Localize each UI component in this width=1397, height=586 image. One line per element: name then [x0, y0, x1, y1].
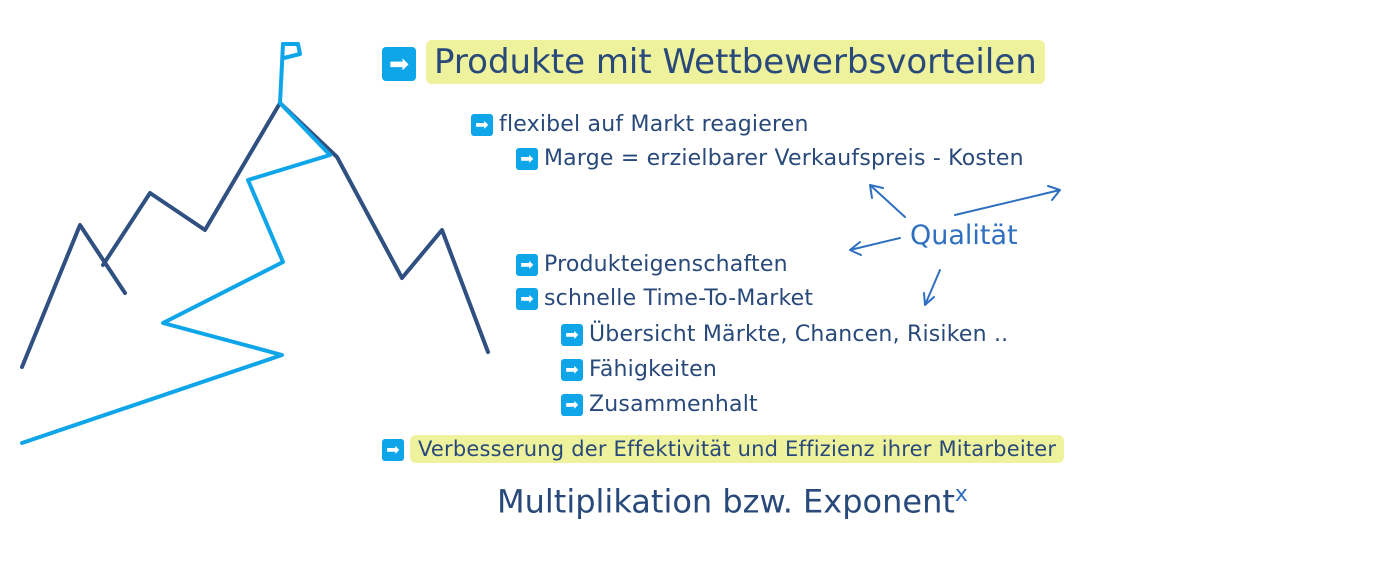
exponent-x: x — [954, 482, 968, 507]
arrow-right-icon: ➡ — [516, 148, 538, 170]
arrow-right-icon: ➡ — [561, 359, 583, 381]
item-text: flexibel auf Markt reagieren — [499, 112, 809, 137]
list-item: ➡ Produkteigenschaften — [516, 252, 788, 277]
list-item: ➡ Marge = erzielbarer Verkaufspreis - Kos… — [516, 146, 1024, 171]
title-row: ➡ Produkte mit Wettbewerbsvorteilen — [382, 40, 1045, 84]
quality-label: Qualität — [910, 220, 1018, 251]
list-item: ➡ flexibel auf Markt reagieren — [471, 112, 809, 137]
climbing-route — [20, 101, 332, 445]
item-text: Fähigkeiten — [589, 357, 718, 382]
item-text: schnelle Time-To-Market — [544, 286, 814, 311]
flag — [281, 42, 302, 60]
arrow-right-icon: ➡ — [382, 439, 404, 461]
arrow-right-icon: ➡ — [471, 114, 493, 136]
item-text: Produkteigenschaften — [544, 252, 788, 277]
item-text: Übersicht Märkte, Chancen, Risiken .. — [589, 322, 1009, 347]
footer-text: Multiplikation bzw. Exponentx — [497, 482, 968, 521]
list-item: ➡ schnelle Time-To-Market — [516, 286, 813, 311]
footer-label: Multiplikation bzw. Exponent — [497, 482, 955, 521]
arrow-right-icon: ➡ — [516, 288, 538, 310]
list-item: ➡ Fähigkeiten — [561, 357, 717, 382]
mountain-left-peak — [20, 223, 127, 369]
list-item: ➡ Übersicht Märkte, Chancen, Risiken .. — [561, 322, 1008, 347]
arrow-right-icon: ➡ — [516, 254, 538, 276]
bottom-item: ➡ Verbesserung der Effektivität und Effiz… — [382, 435, 1065, 463]
flag-pole — [278, 42, 285, 105]
list-item: ➡ Zusammenhalt — [561, 392, 758, 417]
arrow-right-icon: ➡ — [561, 324, 583, 346]
item-text: Zusammenhalt — [589, 392, 758, 417]
arrow-right-icon: ➡ — [561, 394, 583, 416]
page-title: Produkte mit Wettbewerbsvorteilen — [426, 40, 1045, 84]
item-text: Marge = erzielbarer Verkaufspreis - Kost… — [544, 146, 1024, 171]
quality-arrows — [849, 184, 1061, 306]
mountain-ridge — [101, 101, 490, 354]
arrow-right-icon: ➡ — [382, 46, 416, 81]
item-text: Verbesserung der Effektivität und Effizi… — [410, 435, 1065, 463]
